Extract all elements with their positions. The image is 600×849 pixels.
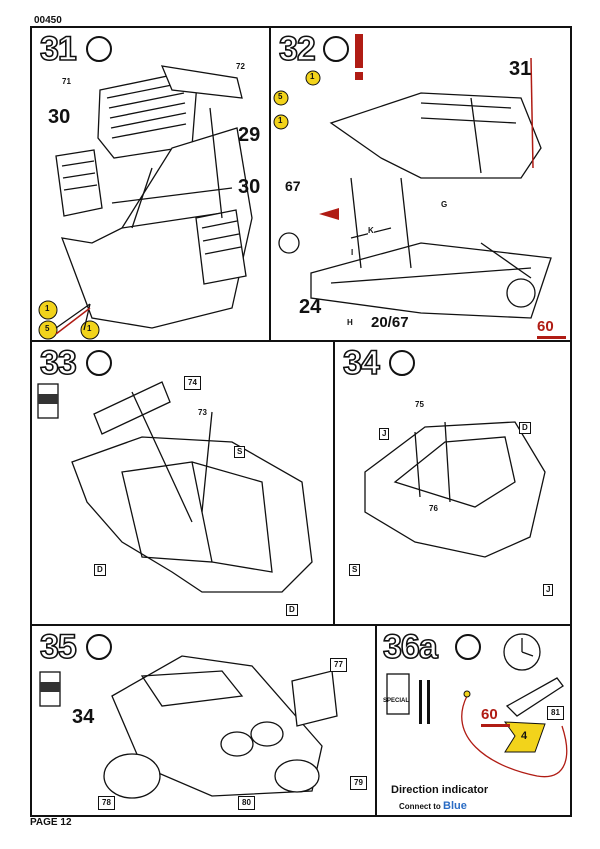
badge-5: 5	[278, 92, 283, 101]
part-80-label: 80	[238, 796, 255, 810]
step-32-panel: 32 31 67 24 20/67 G K I H 60 5 1 1	[269, 26, 572, 342]
ref-29-label: 29	[238, 124, 261, 146]
step-31-drawing	[38, 65, 253, 340]
step-number: 31	[39, 30, 77, 68]
no-glue-icon	[323, 36, 349, 62]
tag-d: D	[94, 564, 106, 576]
document-code: 00450	[34, 15, 62, 26]
step-31-panel: 31 71 72 30 29 30 1 5 1	[30, 26, 271, 342]
ref-30b-label: 30	[238, 176, 261, 198]
connect-text: Connect to	[399, 802, 441, 811]
step-33-drawing	[37, 381, 313, 593]
step-33-panel: 33 74 73 S D D	[30, 340, 335, 626]
step-32-drawing	[273, 34, 552, 319]
step-number: 33	[39, 344, 77, 382]
step-number: 35	[39, 628, 77, 666]
step-35-drawing	[39, 655, 338, 799]
ref-30-label: 30	[48, 106, 71, 128]
connect-instruction: Connect to Blue	[399, 800, 467, 812]
tag-s: S	[234, 446, 246, 458]
badge-1b: 1	[278, 116, 283, 125]
letter-g: G	[441, 200, 448, 209]
step-36a-panel: 36a SPECIAL 81 60 4 Direction indicator …	[375, 624, 572, 817]
badge-1b: 1	[87, 324, 92, 333]
tag-j: J	[379, 428, 390, 440]
part-81-label: 81	[547, 706, 564, 720]
tag-d2: D	[286, 604, 298, 616]
badge-1: 1	[310, 72, 315, 81]
part-77-label: 77	[330, 658, 347, 672]
part-71-label: 71	[62, 77, 71, 86]
part-78-label: 78	[98, 796, 115, 810]
step-36a-drawing	[386, 633, 568, 778]
part-74-label: 74	[184, 376, 201, 390]
letter-h: H	[347, 318, 353, 327]
part-72-label: 72	[236, 62, 245, 71]
badge-1: 1	[45, 304, 50, 313]
page-number: PAGE 12	[30, 817, 72, 828]
part-79-label: 79	[350, 776, 367, 790]
step-34-panel: 34 75 76 J D S J	[333, 340, 572, 626]
ref-34-label: 34	[72, 706, 95, 728]
ref-60-arrow: 60	[481, 706, 510, 727]
step-number: 32	[278, 30, 316, 68]
part-73-label: 73	[198, 408, 207, 417]
ref-67-label: 67	[285, 178, 301, 194]
step-number: 36a	[382, 628, 438, 666]
ref-31-label: 31	[509, 58, 532, 80]
letter-k: K	[368, 226, 374, 235]
special-paint-label: SPECIAL	[383, 698, 410, 704]
glue-icon	[86, 350, 112, 376]
glue-icon	[86, 634, 112, 660]
step-35-panel: 35 34 77 78 79 80	[30, 624, 377, 817]
glue-icon	[86, 36, 112, 62]
glue-icon	[389, 350, 415, 376]
ref-20-67-label: 20/67	[371, 314, 409, 331]
tag-j2: J	[543, 584, 554, 596]
direction-indicator-title: Direction indicator	[391, 784, 489, 796]
part-76-label: 76	[429, 504, 438, 513]
tag-s: S	[349, 564, 361, 576]
step-number: 34	[342, 344, 380, 382]
badge-4: 4	[521, 730, 528, 742]
badge-5: 5	[45, 324, 50, 333]
glue-icon	[455, 634, 481, 660]
letter-i: I	[351, 248, 354, 257]
step-34-drawing	[364, 421, 546, 558]
color-blue: Blue	[443, 800, 467, 812]
ref-24-label: 24	[299, 296, 322, 318]
part-75-label: 75	[415, 400, 424, 409]
ref-60-arrow: 60	[537, 318, 566, 339]
tag-d: D	[519, 422, 531, 434]
